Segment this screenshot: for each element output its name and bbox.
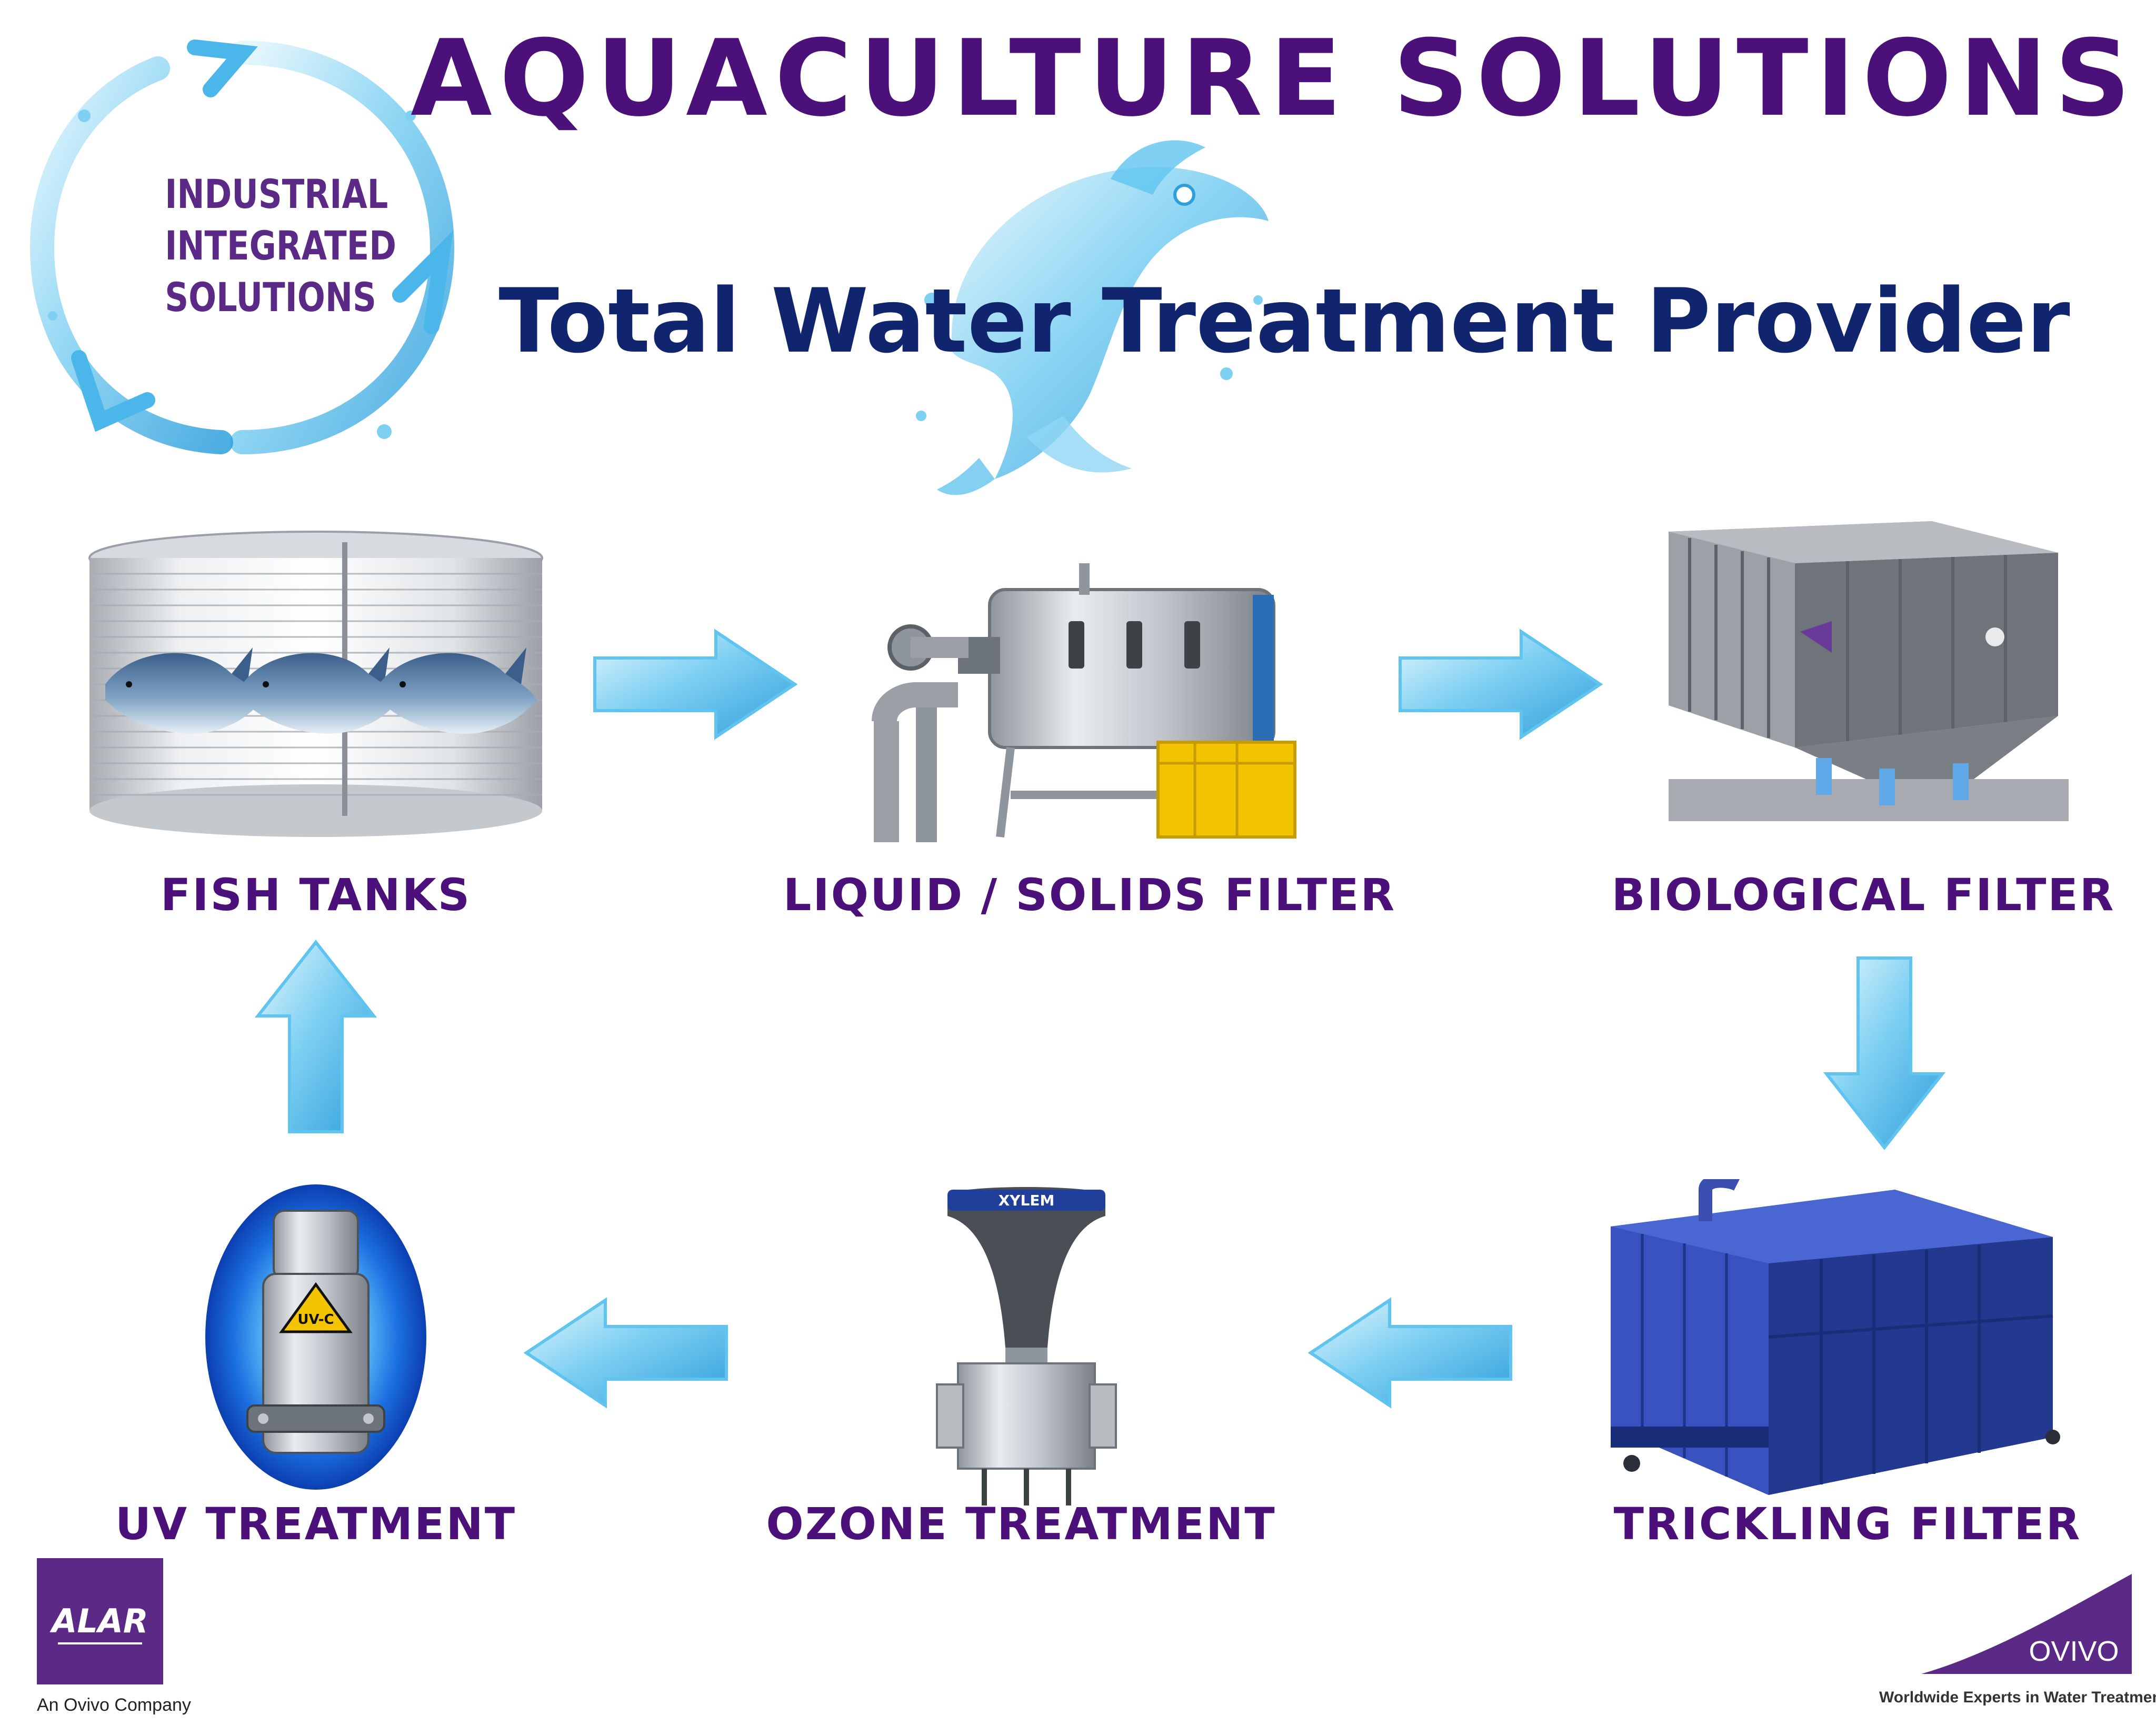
flow-arrow-left-icon — [1307, 1297, 1512, 1409]
logo-line-3: SOLUTIONS — [165, 274, 376, 321]
logo-line-1: INDUSTRIAL — [165, 171, 388, 217]
uv-lamp-label: UV-C — [297, 1312, 334, 1328]
flow-arrow-right-icon — [593, 629, 798, 740]
alar-logo: ALAR — [37, 1558, 163, 1684]
page-subtitle: Total Water Treatment Provider — [498, 270, 2070, 373]
logo-wordmark: INDUSTRIAL INTEGRATED SOLUTIONS — [142, 168, 396, 337]
flow-arrow-up-icon — [254, 940, 377, 1133]
logo-line-2: INTEGRATED — [165, 222, 396, 269]
salmon-icon — [379, 647, 537, 734]
ozone-unit-image: XYLEM — [936, 1187, 1117, 1505]
liquid-solids-filter-image — [872, 563, 1296, 842]
liquid-solids-filter-label: LIQUID / SOLIDS FILTER — [783, 869, 1396, 921]
salmon-icon — [242, 647, 400, 734]
page-title: AQUACULTURE SOLUTIONS — [411, 17, 2138, 140]
biological-filter-image — [1669, 521, 2069, 821]
flow-arrow-left-icon — [523, 1297, 728, 1409]
ozone-treatment-label: OZONE TREATMENT — [766, 1498, 1276, 1550]
ovivo-logo: OVIVO — [1921, 1574, 2132, 1674]
uv-treatment-label: UV TREATMENT — [115, 1498, 517, 1550]
ozone-unit-brand: XYLEM — [999, 1192, 1055, 1209]
alar-logo-text: ALAR — [52, 1602, 148, 1640]
ovivo-tagline: Worldwide Experts in Water Treatment — [1879, 1689, 2156, 1706]
salmon-icon — [105, 647, 263, 734]
alar-caption: An Ovivo Company — [37, 1695, 191, 1715]
water-fish-splash-icon — [916, 140, 1269, 495]
industrial-integrated-solutions-logo — [29, 39, 455, 454]
ovivo-logo-text: OVIVO — [2029, 1636, 2119, 1667]
fish-tank-image — [88, 531, 543, 837]
trickling-filter-label: TRICKLING FILTER — [1613, 1498, 2082, 1550]
biological-filter-label: BIOLOGICAL FILTER — [1611, 869, 2115, 921]
flow-arrow-right-icon — [1399, 629, 1603, 740]
fish-tanks-label: FISH TANKS — [160, 869, 472, 921]
uv-lamp-image: UV-C — [205, 1184, 426, 1490]
trickling-filter-image — [1611, 1179, 2060, 1495]
flow-arrow-down-icon — [1823, 956, 1946, 1150]
